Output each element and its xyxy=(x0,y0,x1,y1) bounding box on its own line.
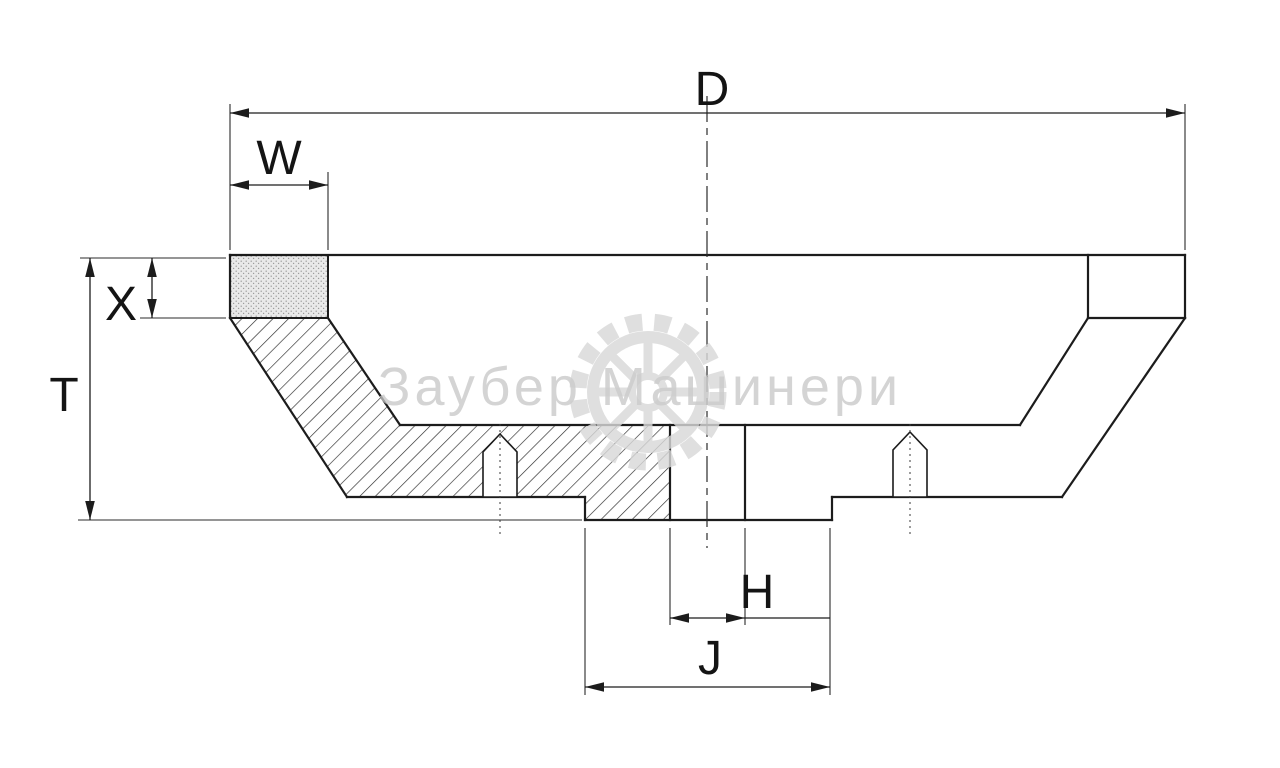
dimensions: D W X T H J xyxy=(49,63,1186,695)
dim-label-total-height: T xyxy=(49,369,78,422)
extension-lines xyxy=(78,104,1186,695)
mounting-hole-right xyxy=(892,430,928,498)
wheel-outline xyxy=(228,253,1187,522)
section-hatch-region xyxy=(230,318,670,520)
watermark-text: Заубер Машинери xyxy=(378,357,902,417)
watermark: Заубер Машинери xyxy=(378,313,902,471)
arrowheads xyxy=(85,108,1185,692)
wheel-cross-section xyxy=(228,96,1187,548)
dim-label-hub-width: J xyxy=(698,632,722,685)
dim-label-rim-width: W xyxy=(256,132,302,185)
mounting-holes xyxy=(482,424,928,536)
dim-label-diameter: D xyxy=(695,63,730,116)
gear-icon xyxy=(569,313,727,471)
dim-label-abrasive-depth: X xyxy=(105,278,137,331)
mounting-hole-left xyxy=(482,432,518,498)
abrasive-layer xyxy=(229,254,329,319)
dim-label-bore: H xyxy=(740,566,775,619)
